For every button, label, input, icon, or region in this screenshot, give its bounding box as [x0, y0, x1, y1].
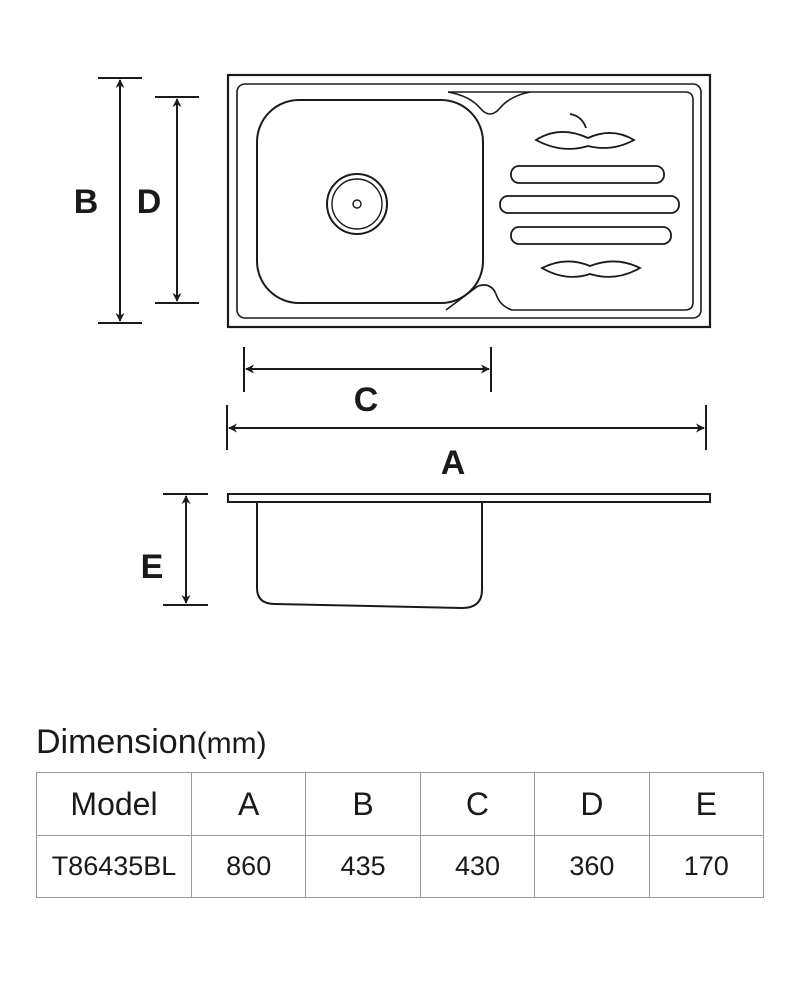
sink-top-view	[226, 73, 712, 329]
drainboard-outline	[445, 91, 694, 311]
sink-side-view	[227, 493, 711, 610]
cell-e: 170	[648, 835, 765, 898]
cell-d: 360	[534, 835, 650, 898]
dimension-label-c: C	[354, 381, 379, 419]
header-model: Model	[36, 772, 192, 836]
dimension-label-e: E	[141, 548, 164, 586]
table-row: T86435BL 860 435 430 360 170	[36, 835, 765, 898]
drainboard-groove-1	[510, 165, 665, 184]
sink-outer-rim	[226, 73, 712, 329]
header-c: C	[419, 772, 536, 836]
table-header-row: Model A B C D E	[36, 772, 765, 836]
drainboard-groove-3	[510, 226, 672, 245]
sink-inner-rim	[236, 83, 702, 319]
side-bowl	[256, 502, 483, 610]
drainboard-bottom-wave	[540, 260, 642, 278]
header-b: B	[305, 772, 421, 836]
drainboard-top-notch	[447, 91, 531, 115]
drain-outer-ring	[326, 173, 388, 235]
dimension-table-title: Dimension(mm)	[36, 722, 267, 764]
drainboard-top-wave	[534, 131, 636, 150]
sink-dimension-diagram: B D C A E	[74, 73, 712, 610]
sink-bowl	[256, 99, 484, 304]
dimension-label-d: D	[137, 183, 162, 221]
cell-b: 435	[305, 835, 421, 898]
cell-model: T86435BL	[36, 835, 192, 898]
dimension-unit: (mm)	[196, 727, 267, 760]
dimension-lines	[98, 77, 707, 606]
drainboard-top-accent	[569, 113, 587, 129]
cell-a: 860	[190, 835, 307, 898]
header-d: D	[534, 772, 650, 836]
drain-center	[352, 199, 362, 209]
header-e: E	[648, 772, 765, 836]
dimension-label-a: A	[441, 444, 466, 482]
side-rim	[227, 493, 711, 503]
cell-c: 430	[419, 835, 536, 898]
drain-middle-ring	[331, 178, 383, 230]
dimension-table: Model A B C D E T86435BL 860 435 430 360…	[36, 772, 765, 898]
drainboard-groove-2	[499, 195, 680, 214]
dimension-title-text: Dimension	[36, 723, 197, 761]
dimension-label-b: B	[74, 183, 99, 221]
header-a: A	[190, 772, 307, 836]
